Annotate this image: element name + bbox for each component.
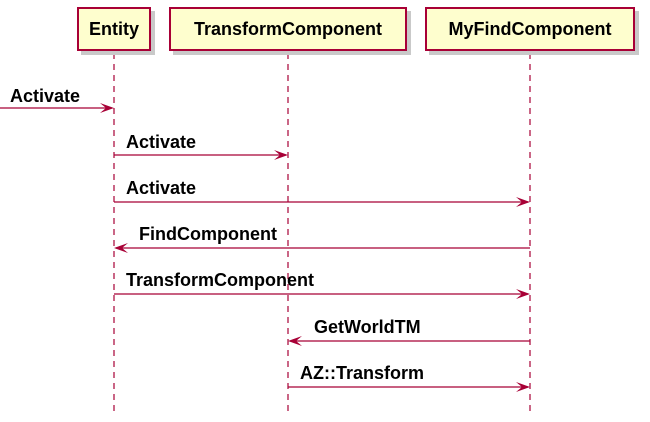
message-arrowhead	[516, 289, 530, 299]
message-label: Activate	[126, 132, 197, 152]
message-label: GetWorldTM	[314, 317, 421, 337]
message-arrowhead	[100, 103, 114, 113]
participant-transform-component: TransformComponent	[169, 7, 407, 51]
message-arrows	[0, 103, 530, 392]
message-label: Activate	[126, 178, 197, 198]
message-label: Activate	[10, 86, 81, 106]
message-arrowhead	[516, 382, 530, 392]
message-arrowhead	[516, 197, 530, 207]
participant-entity: Entity	[77, 7, 151, 51]
message-label: TransformComponent	[126, 270, 315, 290]
participant-my-find-component: MyFindComponent	[425, 7, 635, 51]
message-arrowhead	[288, 336, 302, 346]
message-label: AZ::Transform	[300, 363, 425, 383]
message-arrowhead	[274, 150, 288, 160]
message-label: FindComponent	[139, 224, 277, 244]
message-arrowhead	[114, 243, 128, 253]
